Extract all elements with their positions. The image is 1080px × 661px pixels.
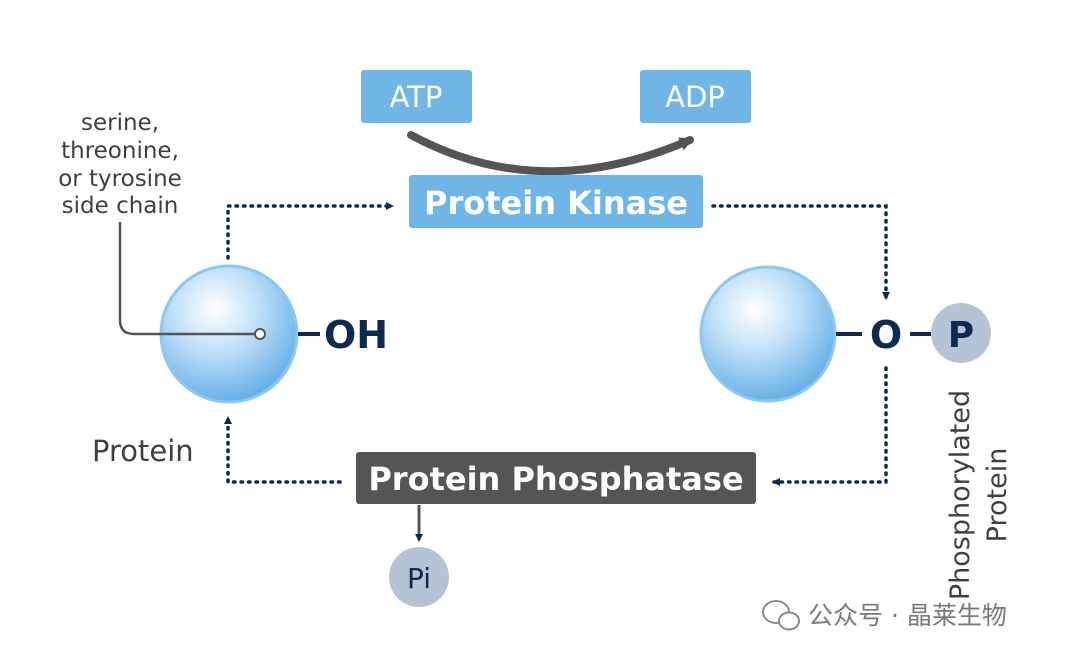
- protein-kinase-label: Protein Kinase: [424, 184, 688, 222]
- phosphorylated-label-line-2: Protein: [982, 448, 1013, 543]
- phosphate-label: P: [948, 315, 974, 356]
- o-label: O: [870, 313, 902, 357]
- kinase-to-phosphoprotein-arrow: [711, 204, 890, 300]
- protein-kinase-box: Protein Kinase: [409, 175, 703, 228]
- pi-circle: [389, 547, 449, 607]
- oh-label: OH: [324, 313, 388, 357]
- watermark-text: 公众号 · 晶莱生物: [808, 601, 1007, 630]
- adp-label: ADP: [665, 80, 725, 114]
- side-chain-line-2: threonine,: [61, 138, 179, 164]
- wechat-icon: [762, 600, 800, 631]
- phosphate-circle: [931, 303, 991, 363]
- phosphorylated-protein-sphere: [699, 265, 837, 403]
- side-chain-pointer-dot: [254, 328, 266, 340]
- protein-phosphatase-label: Protein Phosphatase: [368, 460, 743, 498]
- dotted-arrows: [224, 202, 890, 486]
- protein-label: Protein: [92, 434, 194, 468]
- watermark: 公众号 · 晶莱生物: [762, 600, 1007, 631]
- phosphatase-to-protein-arrow: [224, 416, 342, 484]
- atp-box: ATP: [361, 70, 472, 123]
- atp-to-adp-arrow: [407, 131, 694, 176]
- pi-label: Pi: [407, 562, 431, 595]
- atp-label: ATP: [390, 80, 443, 114]
- side-chain-line-4: side chain: [62, 193, 179, 219]
- side-chain-line-1: serine,: [81, 110, 159, 136]
- side-chain-callout: serine, threonine, or tyrosine side chai…: [58, 110, 266, 340]
- protein-phosphatase-box: Protein Phosphatase: [356, 452, 756, 504]
- phosphorylated-label-line-1: Phosphorylated: [945, 390, 976, 600]
- protein-to-kinase-arrow: [226, 202, 394, 260]
- adp-box: ADP: [640, 70, 751, 123]
- side-chain-pointer-line: [118, 222, 255, 336]
- side-chain-line-3: or tyrosine: [58, 166, 182, 192]
- phosphoprotein-to-phosphatase-arrow: [772, 366, 888, 486]
